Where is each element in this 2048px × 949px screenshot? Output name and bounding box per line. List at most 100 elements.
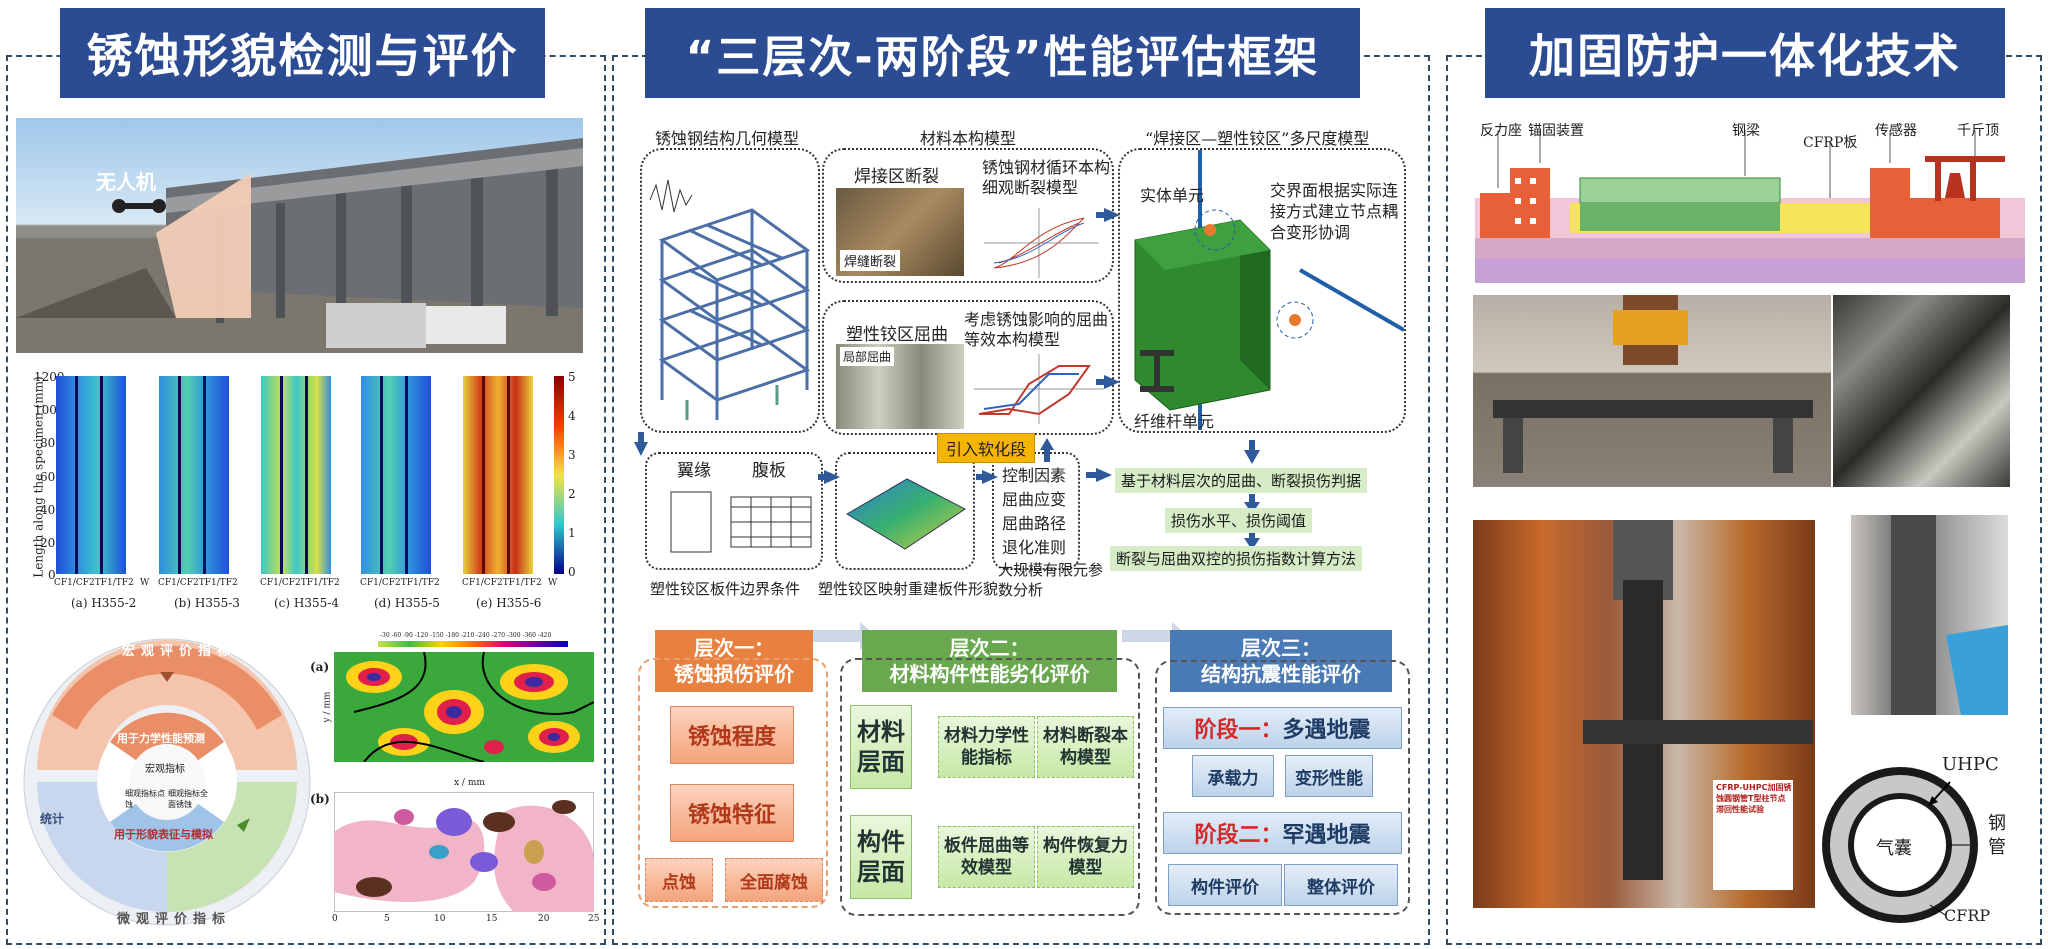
tier2-box	[840, 658, 1140, 916]
wheel-inner-bottom: 用于形貌表征与模拟	[114, 828, 213, 841]
corroded-beam-photo	[1833, 295, 2010, 487]
evaluation-index-wheel: 宏观评价指标 微观评价指标 统计 用于力学性能预测 用于形貌表征与模拟 宏观指标…	[22, 630, 312, 930]
ytick: 0	[48, 568, 56, 582]
tier1-pitting: 点蚀	[645, 858, 713, 902]
tier1-header: 层次一： 锈蚀损伤评价	[655, 630, 813, 692]
tier1-box	[638, 658, 828, 908]
composite-section-diagram: UHPC 钢管 气囊 CFRP	[1820, 740, 2020, 930]
fe-caption: 大规模有限元参数分析	[998, 561, 1104, 599]
plastic-buckling-box: 塑性铰区屈曲 局部屈曲 考虑锈蚀影响的屈曲等效本构模型	[822, 300, 1114, 435]
buckling-model-label: 考虑锈蚀影响的屈曲等效本构模型	[964, 310, 1109, 349]
label-steel-beam: 钢梁	[1732, 123, 1760, 139]
stage1-label: 阶段一：	[1194, 718, 1283, 743]
label-geometry-model: 锈蚀钢结构几何模型	[655, 129, 800, 148]
tier-arrows	[810, 622, 1188, 650]
label-cfrp-plate: CFRP板	[1803, 135, 1858, 151]
morphology-box	[835, 452, 975, 570]
boundary-condition-box: 翼缘 腹板	[645, 452, 823, 570]
weld-fracture-photo: 焊缝断裂	[836, 188, 964, 276]
section-cfrp: CFRP	[1944, 906, 1991, 925]
pit-maps-figure: -30 -60 -90 -120 -150 -180 -210 -240 -27…	[308, 632, 599, 932]
control-factor-3: 退化准则	[1002, 538, 1067, 557]
label-anchor-device: 锚固装置	[1528, 123, 1584, 139]
tier2-head2: 材料构件性能劣化评价	[889, 662, 1090, 686]
control-factor-1: 屈曲应变	[1002, 490, 1067, 509]
stage2-rare-earthquake: 阶段二： 罕遇地震	[1163, 812, 1402, 854]
label-material-model: 材料本构模型	[920, 129, 1017, 148]
test-setup-graphic	[1475, 130, 2025, 283]
plastic-buckling-label: 塑性铰区屈曲	[846, 325, 948, 345]
tier1-uniform-corrosion: 全面腐蚀	[725, 858, 823, 902]
xtick-label: CF1/CF2TF1/TF2	[158, 578, 238, 588]
stage2-global-eval: 整体评价	[1284, 864, 1398, 906]
label-sensor: 传感器	[1875, 123, 1917, 139]
wheel-bottom-arc: 微观评价指标	[117, 912, 232, 927]
tier2-material-index: 材料力学性能指标	[938, 716, 1035, 778]
map-xtick: 0	[332, 914, 338, 924]
tier1-corrosion-degree: 锈蚀程度	[670, 706, 794, 764]
map-label-a: (a)	[310, 660, 330, 674]
multiscale-model-box: 实体单元 交界面根据实际连接方式建立节点耦合变形协调 纤维杆单元	[1118, 148, 1406, 433]
drone-label: 无人机	[96, 170, 156, 194]
beam-test-photo	[1473, 295, 1831, 487]
map-axis-y: y / mm	[322, 691, 333, 723]
xtick-label: CF1/CF2TF1/TF2	[54, 578, 134, 588]
corrosion-heatmap-figure: Length along the specimen (mm) 1200 1000…	[16, 370, 591, 625]
column-test-graphic	[1583, 520, 1813, 890]
tier2-plate-buckling-model: 板件屈曲等效模型	[938, 826, 1035, 888]
wheel-top-arc: 宏观评价指标	[122, 644, 237, 659]
subcaption: (a) H355-2	[71, 596, 137, 610]
title-corrosion-detection: 锈蚀形貌检测与评价	[60, 8, 545, 98]
plate-boundary-icon	[670, 491, 812, 553]
tier2-member-level: 构件层面	[850, 815, 912, 899]
cyclic-curve-icon	[984, 208, 1099, 278]
subcaption: (c) H355-4	[274, 596, 339, 610]
multiscale-joint-icon	[1134, 150, 1405, 430]
pit-classification-map-b	[334, 792, 594, 912]
stage1-capacity: 承载力	[1192, 755, 1274, 797]
boundary-caption: 塑性铰区板件边界条件	[650, 580, 801, 598]
map-axis-x: x / mm	[454, 778, 485, 788]
label-reaction-block: 反力座	[1480, 123, 1522, 139]
map-xtick: 20	[538, 914, 550, 924]
subcaption: (e) H355-6	[476, 596, 542, 610]
web-label: 腹板	[752, 461, 786, 481]
stage2-label: 阶段二：	[1194, 823, 1283, 848]
title-strengthening: 加固防护一体化技术	[1485, 8, 2005, 98]
wheel-inner-top: 用于力学性能预测	[117, 732, 205, 745]
xtick-label: W	[548, 578, 558, 588]
title-evaluation-framework: “三层次-两阶段”性能评估框架	[645, 8, 1360, 98]
wheel-graphic	[23, 638, 311, 926]
section-uhpc: UHPC	[1942, 754, 1999, 775]
map-xtick: 15	[486, 914, 498, 924]
steel-frame-3d-icon	[649, 179, 811, 420]
colorbar-tick: 2	[568, 487, 576, 501]
heatmap-panels	[56, 376, 564, 574]
label-jack: 千斤顶	[1957, 123, 1999, 139]
colorbar-tick: 1	[568, 526, 576, 540]
section-airbag: 气囊	[1876, 838, 1912, 859]
tier1-head1: 层次一：	[694, 636, 774, 660]
tier1-corrosion-feature: 锈蚀特征	[670, 784, 794, 842]
xtick-label: CF1/CF2TF1/TF2	[462, 578, 542, 588]
tier3-box	[1155, 660, 1410, 915]
tier2-restoring-force-model: 构件恢复力模型	[1037, 826, 1134, 888]
softening-badge: 引入软化段	[937, 433, 1036, 463]
subcaption: (d) H355-5	[374, 596, 440, 610]
label-multiscale-model: “焊接区—塑性铰区”多尺度模型	[1145, 129, 1370, 148]
solid-element-label: 实体单元	[1140, 186, 1205, 205]
beam-element-label: 纤维杆单元	[1134, 412, 1215, 431]
weld-fracture-box: 焊接区断裂 焊缝断裂 锈蚀钢材循环本构细观断裂模型	[822, 148, 1114, 283]
flow-step-3: 断裂与屈曲双控的损伤指数计算方法	[1110, 546, 1363, 571]
plastic-buckling-photo: 局部屈曲	[836, 344, 964, 429]
map-label-b: (b)	[310, 792, 330, 806]
pit-depth-map-a	[334, 652, 594, 762]
wheel-center-right: 细观指标全面锈蚀	[168, 789, 208, 809]
section-steel-tube: 钢管	[1988, 813, 2006, 858]
pit-colorbar	[378, 641, 568, 647]
xtick-label: CF1/CF2TF1/TF2	[360, 578, 440, 588]
weld-fracture-label: 焊接区断裂	[854, 167, 939, 187]
tier2-material-level: 材料层面	[850, 705, 912, 789]
control-factor-0: 控制因素	[1002, 466, 1067, 485]
xtick-label: W	[140, 578, 150, 588]
